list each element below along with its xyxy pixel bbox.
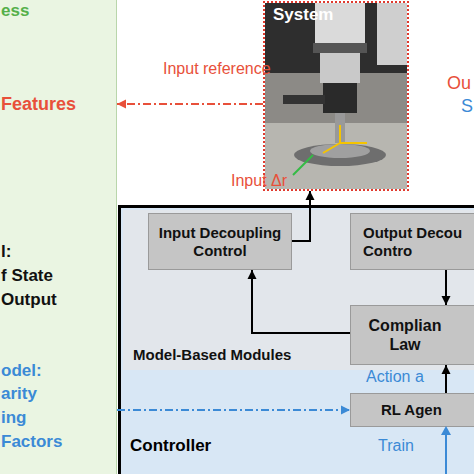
arrow-head xyxy=(442,365,451,374)
annotation-text: Train xyxy=(378,437,414,455)
connector xyxy=(292,191,315,241)
edge-label: Action a xyxy=(366,368,424,386)
box-label: Complian Law xyxy=(363,316,447,354)
box-label: RL Agen xyxy=(381,401,469,419)
connector-line xyxy=(445,270,447,305)
connector xyxy=(117,100,263,109)
module-region: Model-Based Modules Input Decoupling Cont… xyxy=(123,210,474,370)
system-photo xyxy=(265,3,407,189)
panel-text: f State xyxy=(1,266,53,286)
panel-text: l: xyxy=(1,242,11,262)
connector xyxy=(248,270,351,333)
edge-label: Input Δr xyxy=(231,172,287,190)
panel-text: System xyxy=(273,5,333,25)
connector-line xyxy=(292,191,310,241)
arrow-head xyxy=(442,296,451,305)
connector xyxy=(442,365,451,393)
panel-text: Model-Based Modules xyxy=(133,346,291,363)
train-arrow xyxy=(436,420,456,474)
panel-text: ing xyxy=(1,408,27,428)
panel-text: arity xyxy=(1,384,37,404)
process-box: Output Decou Contro xyxy=(350,213,474,270)
cropped-text: S xyxy=(461,96,473,117)
connector xyxy=(117,406,350,415)
cropped-text: Ou xyxy=(447,73,471,94)
connector-line xyxy=(252,270,350,333)
agent-box: RL Agen xyxy=(350,393,474,427)
controller-box: Controller Model-Based Modules Input Decou… xyxy=(118,205,474,474)
arrow-head xyxy=(341,406,350,415)
panel-text: Features xyxy=(1,94,76,115)
box-label: Input Decoupling Control xyxy=(153,224,287,260)
connector xyxy=(442,270,451,305)
input-panel: essFeatures l: f StateOutput odel: arity ingF… xyxy=(0,0,117,474)
panel-text: Factors xyxy=(1,432,62,452)
panel-text: odel: xyxy=(1,361,42,381)
process-box: Complian Law xyxy=(350,305,474,365)
box-label: Output Decou Contro xyxy=(363,224,469,260)
edge-label: Input reference xyxy=(163,60,271,78)
arrow-head xyxy=(117,100,126,109)
connector-line xyxy=(117,103,263,105)
panel-text: ess xyxy=(1,1,29,21)
arrow-head xyxy=(306,191,315,200)
connector-line xyxy=(445,365,447,393)
arrow-head xyxy=(248,270,257,279)
connector-line xyxy=(117,409,350,411)
panel-text: Output xyxy=(1,290,57,310)
panel-text: Controller xyxy=(130,436,211,456)
process-box: Input Decoupling Control xyxy=(148,213,292,270)
system-box: System xyxy=(263,1,409,191)
